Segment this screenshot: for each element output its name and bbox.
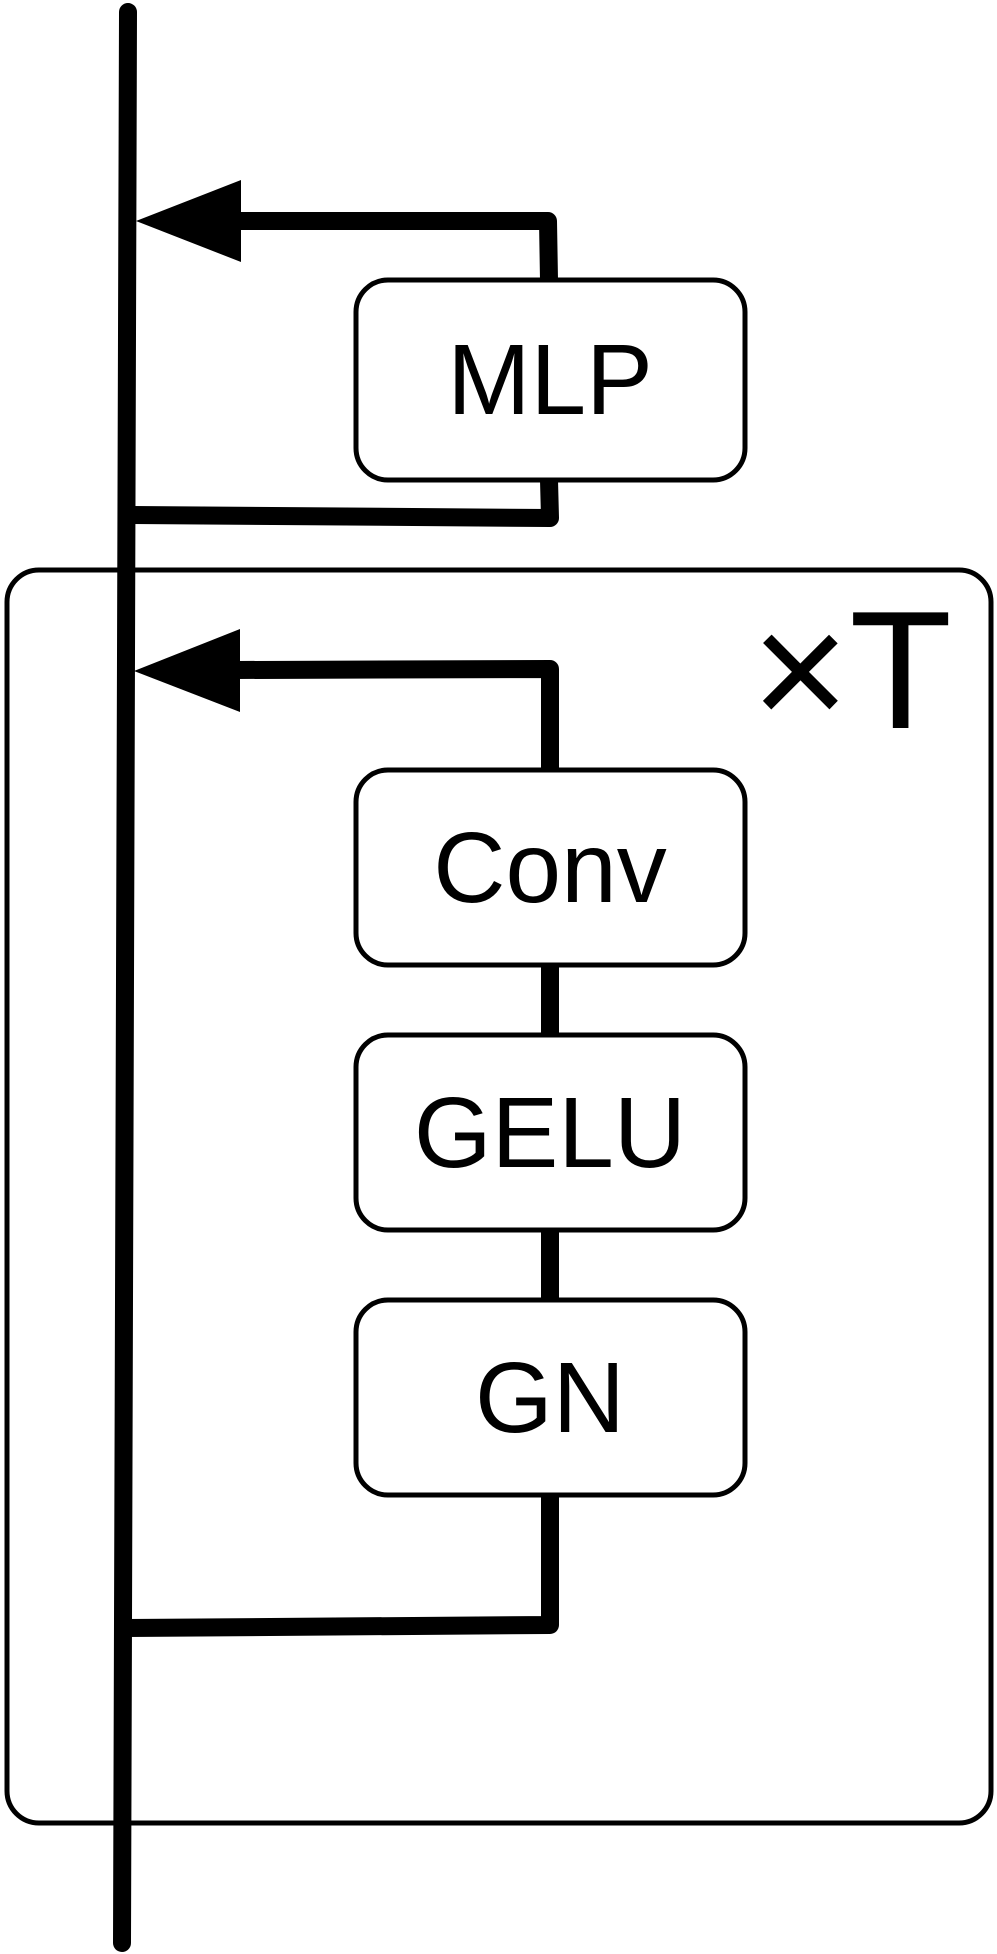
residual-stream-line [113, 3, 137, 1952]
conv-skip-output-connector [234, 660, 559, 770]
mlp-skip-output-connector [235, 212, 558, 281]
conv-block: Conv [353, 767, 748, 968]
conv-output-arrowhead [134, 629, 240, 712]
gn-label: GN [475, 1342, 625, 1454]
mlp-block: MLP [353, 277, 748, 483]
repeat-label: ×T [751, 576, 952, 764]
gelu-block: GELU [353, 1032, 748, 1233]
mlp-skip-input-connector [123, 471, 559, 527]
conv-label: Conv [433, 812, 666, 924]
gelu-label: GELU [414, 1077, 686, 1189]
mlp-output-arrowhead [136, 180, 241, 262]
repeat-block-frame [4, 567, 994, 1826]
gn-block: GN [353, 1297, 748, 1498]
mlp-label: MLP [447, 324, 653, 436]
conv-skip-input-connector [115, 1486, 559, 1637]
